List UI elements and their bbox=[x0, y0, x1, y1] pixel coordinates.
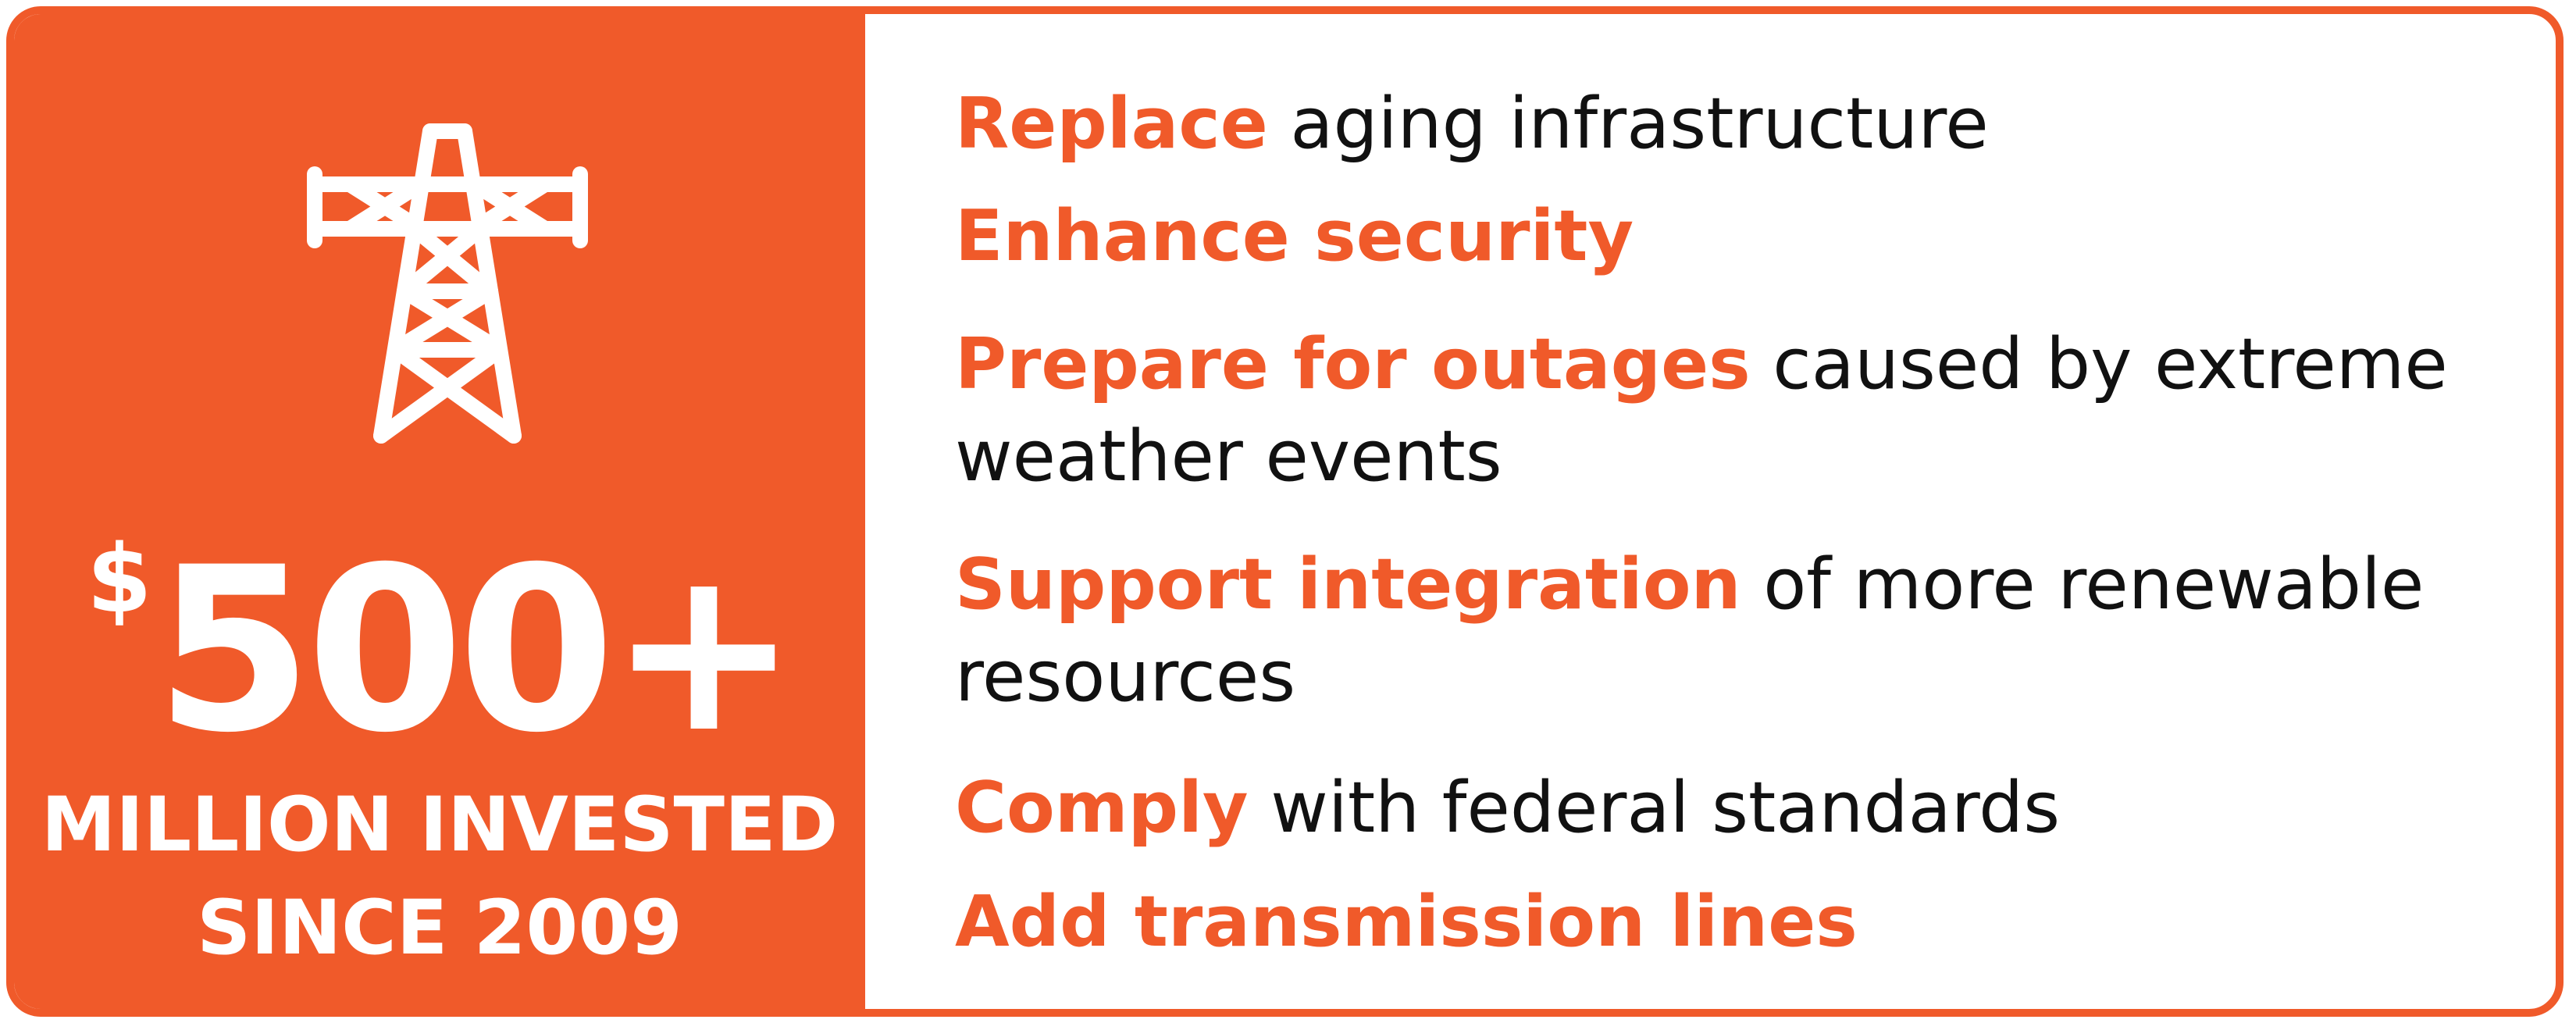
list-item: Replace aging infrastructure bbox=[955, 78, 1989, 170]
amount-value: 500+ bbox=[155, 519, 799, 782]
item-text: aging infrastructure bbox=[1267, 83, 1989, 165]
list-item: Add transmission lines bbox=[955, 876, 1858, 968]
item-text: of more renewable bbox=[1740, 544, 2425, 626]
power-transmission-tower-icon bbox=[307, 123, 588, 444]
item-highlight: Add transmission lines bbox=[955, 881, 1858, 963]
item-text: with federal standards bbox=[1248, 767, 2061, 849]
caption-line-2: SINCE 2009 bbox=[197, 884, 682, 971]
item-highlight: Enhance security bbox=[955, 195, 1634, 277]
list-item: Prepare for outages caused by extreme we… bbox=[955, 319, 2448, 503]
item-highlight: Comply bbox=[955, 767, 1249, 849]
investment-infographic-card: $500+ MILLION INVESTED SINCE 2009 Replac… bbox=[6, 6, 2564, 1017]
investment-amount: $500+ bbox=[14, 533, 865, 765]
currency-symbol: $ bbox=[87, 526, 152, 634]
list-item: Enhance security bbox=[955, 191, 1634, 283]
caption-line-1: MILLION INVESTED bbox=[41, 781, 839, 868]
item-text-continued: weather events bbox=[955, 415, 1502, 497]
item-highlight: Support integration bbox=[955, 544, 1741, 626]
item-text-continued: resources bbox=[955, 636, 1296, 718]
item-highlight: Replace bbox=[955, 83, 1268, 165]
list-item: Support integration of more renewable re… bbox=[955, 539, 2424, 723]
item-highlight: Prepare for outages bbox=[955, 323, 1751, 405]
stat-panel: $500+ MILLION INVESTED SINCE 2009 bbox=[14, 14, 865, 1009]
list-item: Comply with federal standards bbox=[955, 762, 2060, 854]
item-text: caused by extreme bbox=[1750, 323, 2448, 405]
